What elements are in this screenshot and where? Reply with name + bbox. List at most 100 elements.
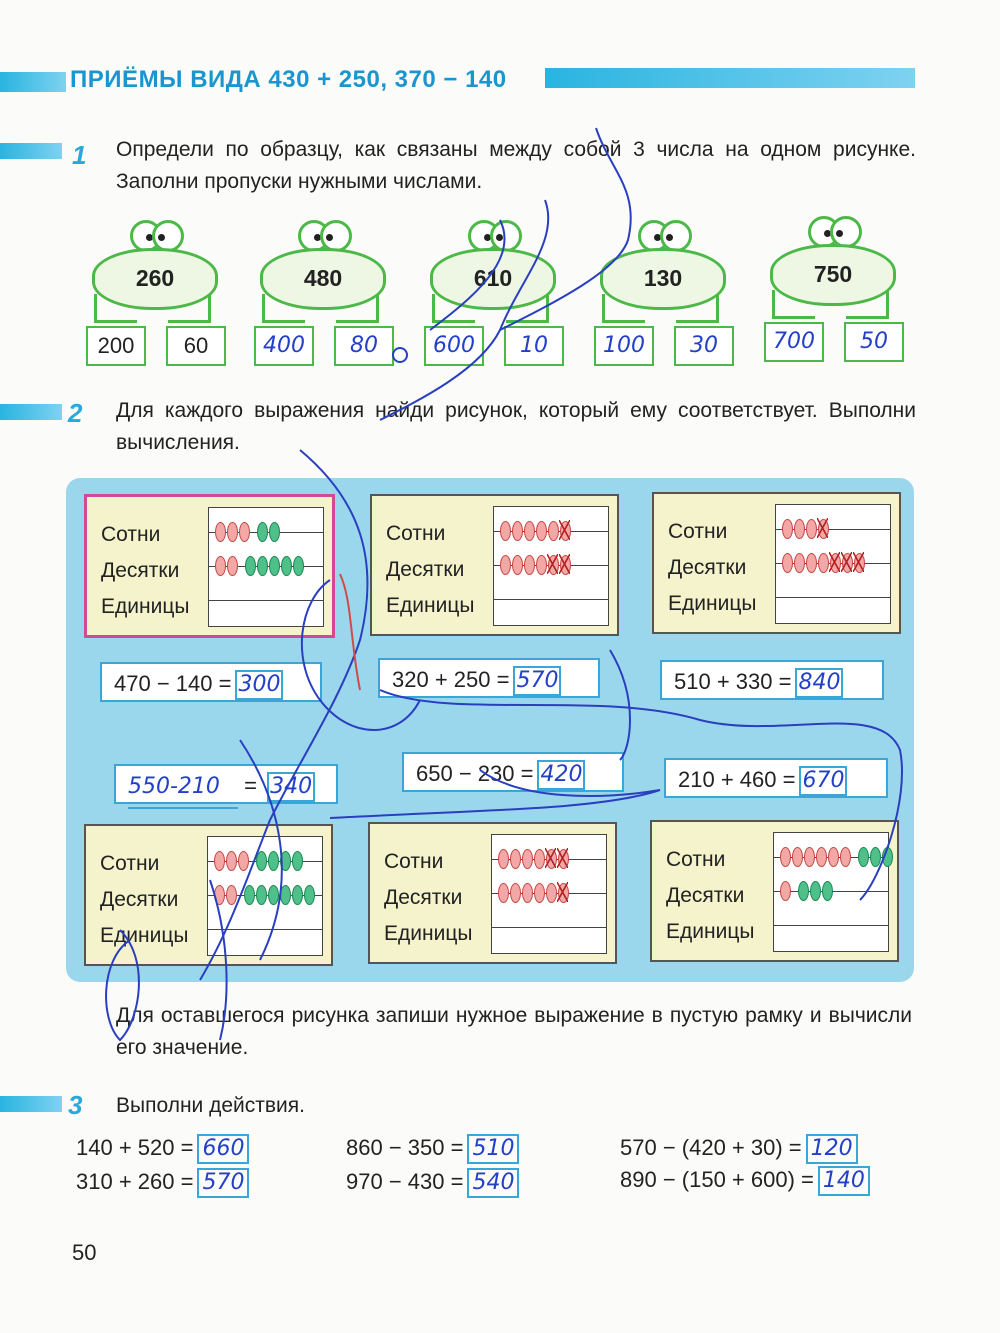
abacus [208, 507, 324, 627]
red-bead [840, 847, 851, 867]
frog-left-box: 200 [86, 326, 146, 366]
expression-1: 470 − 140 =300 [100, 662, 322, 702]
task3-number: 3 [68, 1090, 83, 1120]
red-bead [817, 518, 829, 539]
red-bead [534, 849, 545, 869]
expression-6-answer[interactable]: 670 [799, 766, 848, 797]
label-units: Единицы [666, 920, 755, 943]
frog-2: 480 400 80 [254, 208, 394, 368]
page-title: ПРИЁМЫ ВИДА 430 + 250, 370 − 140 [70, 66, 507, 93]
page-number: 50 [72, 1240, 97, 1265]
abacus [493, 506, 609, 626]
red-bead [557, 848, 569, 869]
red-bead [215, 556, 226, 576]
red-bead [559, 554, 571, 575]
label-hundreds: Сотни [101, 523, 161, 546]
abacus-rod [776, 597, 890, 598]
task3-example-3: 860 − 350 =510 [346, 1134, 520, 1164]
frog-left-box[interactable]: 600 [424, 326, 484, 366]
green-bead [281, 556, 292, 576]
label-tens: Десятки [100, 888, 179, 911]
red-bead [524, 521, 535, 541]
expression-3-answer[interactable]: 840 [795, 668, 844, 699]
red-bead [500, 555, 511, 575]
label-hundreds: Сотни [668, 520, 728, 543]
frog-leg-right [336, 294, 379, 323]
red-bead [841, 552, 853, 573]
frog-top-number: 750 [813, 261, 853, 287]
task3-example-1-answer[interactable]: 660 [197, 1134, 250, 1164]
task3-example-2: 310 + 260 =570 [76, 1168, 250, 1198]
red-bead [238, 851, 249, 871]
expression-3: 510 + 330 =840 [660, 660, 884, 700]
task3-stripe [0, 1096, 62, 1112]
green-bead [858, 847, 869, 867]
frog-right-box[interactable]: 80 [334, 326, 394, 366]
frog-body: 130 [600, 248, 726, 310]
task3-example-4: 970 − 430 =540 [346, 1168, 520, 1198]
frog-leg-right [846, 290, 889, 319]
frog-body: 610 [430, 248, 556, 310]
green-bead [256, 851, 267, 871]
expression-1-text: 470 − 140 = [114, 671, 232, 696]
task3-example-3-answer[interactable]: 510 [467, 1134, 520, 1164]
frog-left-box[interactable]: 700 [764, 322, 824, 362]
green-bead [256, 885, 267, 905]
label-tens: Десятки [668, 556, 747, 579]
task3-example-4-answer[interactable]: 540 [467, 1168, 520, 1198]
task3-example-5: 570 − (420 + 30) =120 [620, 1134, 858, 1164]
green-bead [244, 885, 255, 905]
red-bead [215, 522, 226, 542]
frog-left-box[interactable]: 100 [594, 326, 654, 366]
red-bead [780, 881, 791, 901]
expression-5-answer[interactable]: 420 [537, 760, 586, 791]
red-bead [524, 555, 535, 575]
expression-2-answer[interactable]: 570 [513, 666, 562, 697]
green-bead [810, 881, 821, 901]
expression-1-answer[interactable]: 300 [235, 670, 284, 701]
red-bead [498, 883, 509, 903]
frog-right-box[interactable]: 50 [844, 322, 904, 362]
green-bead [268, 851, 279, 871]
red-bead [510, 883, 521, 903]
expression-6: 210 + 460 =670 [664, 758, 888, 798]
abacus-rod [492, 927, 606, 928]
task3-example-5-answer[interactable]: 120 [805, 1134, 858, 1164]
green-bead [280, 851, 291, 871]
expression-5: 650 − 230 =420 [402, 752, 624, 792]
abacus-rod [209, 600, 323, 601]
label-hundreds: Сотни [384, 850, 444, 873]
frog-4: 130 100 30 [594, 208, 734, 368]
frog-body: 480 [260, 248, 386, 310]
red-bead [522, 849, 533, 869]
frog-body: 750 [770, 244, 896, 306]
frog-top-number: 480 [303, 265, 343, 291]
task1-text: Определи по образцу, как связаны между с… [116, 138, 916, 193]
frog-right-box[interactable]: 30 [674, 326, 734, 366]
red-bead [498, 849, 509, 869]
frog-right-box[interactable]: 10 [504, 326, 564, 366]
red-bead [806, 553, 817, 573]
red-bead [792, 847, 803, 867]
red-bead [546, 883, 557, 903]
label-units: Единицы [101, 595, 190, 618]
frog-left-box[interactable]: 400 [254, 326, 314, 366]
red-bead [853, 552, 865, 573]
task3-example-2-answer[interactable]: 570 [197, 1168, 250, 1198]
red-bead [782, 519, 793, 539]
expression-5-text: 650 − 230 = [416, 761, 534, 786]
red-bead [214, 851, 225, 871]
frog-leg-right [506, 294, 549, 323]
expression-4-answer[interactable]: 340 [267, 772, 316, 803]
frog-leg-left [262, 294, 305, 323]
red-bead [547, 554, 559, 575]
task3-example-6: 890 − (150 + 600) =140 [620, 1166, 870, 1196]
task3-example-2-expr: 310 + 260 = [76, 1168, 194, 1194]
label-tens: Десятки [101, 559, 180, 582]
task3-example-6-answer[interactable]: 140 [817, 1166, 870, 1196]
expression-2: 320 + 250 =570 [378, 658, 600, 698]
label-hundreds: Сотни [666, 848, 726, 871]
green-bead [304, 885, 315, 905]
label-units: Единицы [386, 594, 475, 617]
